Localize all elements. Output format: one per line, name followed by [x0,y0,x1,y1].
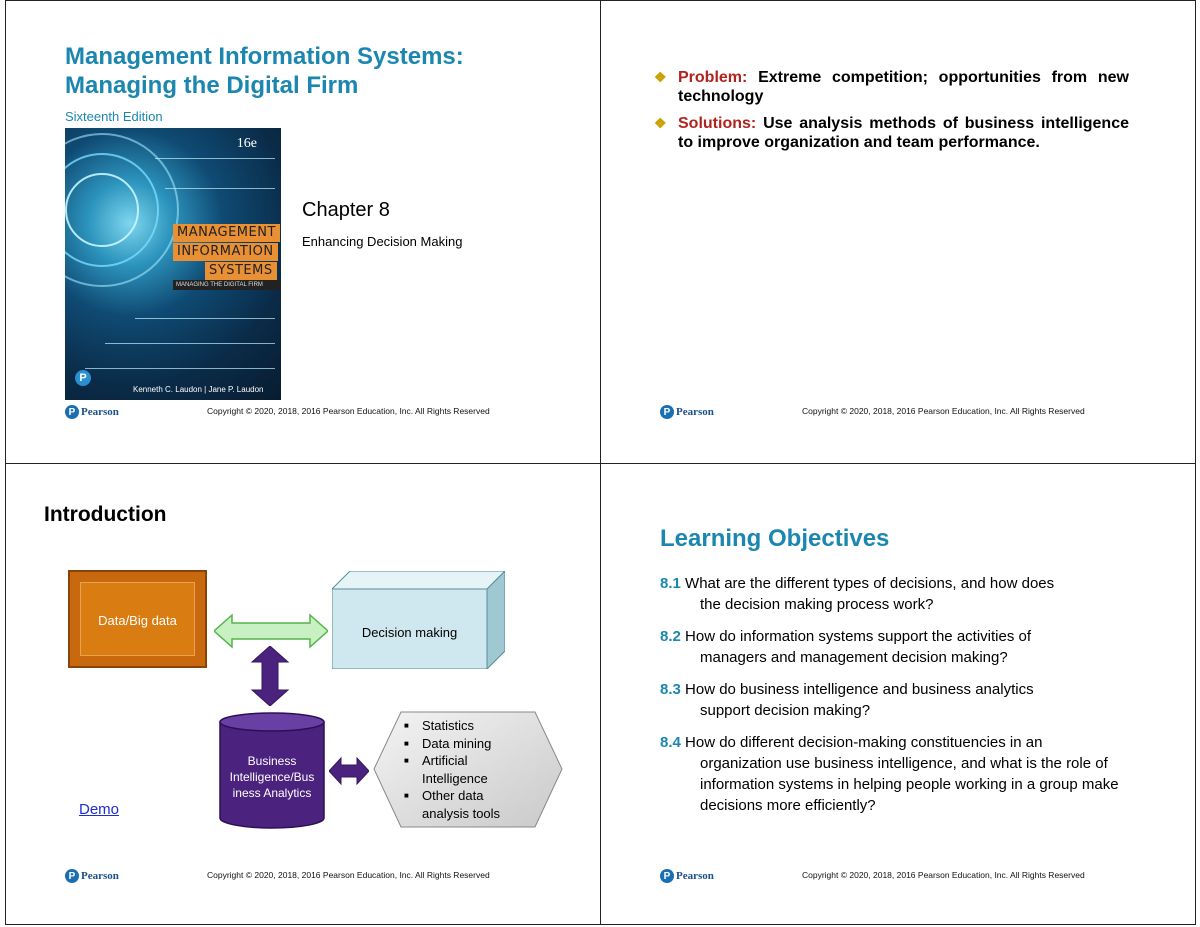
pearson-logo-text: Pearson [81,406,119,418]
list-item: ■ Other data analysis tools [404,787,517,822]
tool-label: Statistics [422,718,475,733]
list-item: ❖ Problem: Extreme competition; opportun… [654,68,1129,106]
copyright-text: Copyright © 2020, 2018, 2016 Pearson Edu… [207,870,490,880]
tool-label: Other data analysis tools [422,788,501,821]
list-item: ■ Statistics [404,717,517,735]
objective-text: How do different decision-making constit… [685,734,1043,751]
pearson-logo: P Pearson [65,869,119,883]
pearson-logo-icon: P [65,405,79,419]
cover-pearson-logo-icon: P [75,370,91,386]
data-box-label: Data/Big data [80,582,195,656]
bullet-text: Use analysis methods of business intelli… [678,115,1129,151]
square-bullet-icon: ■ [404,756,409,765]
diamond-bullet-icon: ❖ [654,115,667,131]
pearson-logo-text: Pearson [676,870,714,882]
objective-text: What are the different types of decision… [685,575,1055,592]
square-bullet-icon: ■ [404,738,409,748]
slide4-title: Learning Objectives [660,525,890,552]
double-arrow-icon [214,613,328,649]
objective-number: 8.4 [660,734,681,751]
objective-text-continued: the decision making process work? [700,596,934,613]
pearson-logo-text: Pearson [676,406,714,418]
tools-hexagon [373,711,563,828]
list-item: ■ Data mining [404,735,517,753]
list-item: 8.3 How do business intelligence and bus… [660,679,1143,721]
horizontal-double-arrow-icon [329,756,369,786]
objective-text-continued: organization use business intelligence, … [700,755,1119,814]
objective-number: 8.2 [660,628,681,645]
list-item: 8.2 How do information systems support t… [660,626,1143,668]
tools-list: ■ Statistics ■ Data mining ■ Artificial Int… [404,717,517,822]
edition-label: Sixteenth Edition [65,109,163,124]
tool-label: Data mining [422,735,492,751]
pearson-logo: P Pearson [660,869,714,883]
cover-band-information: INFORMATION [173,243,278,261]
pearson-logo-icon: P [65,869,79,883]
list-item: ■ Artificial Intelligence [404,752,517,787]
pearson-logo-icon: P [660,405,674,419]
cover-band-systems: SYSTEMS [205,262,277,280]
cover-edition-mark: 16e [236,136,257,151]
analytics-label-line: Business [247,754,297,768]
title-line-2: Managing the Digital Firm [65,72,359,99]
objective-text: How do business intelligence and busines… [685,681,1034,698]
cover-authors: Kenneth C. Laudon | Jane P. Laudon [133,385,264,394]
objective-text: How do information systems support the a… [685,628,1032,645]
objective-number: 8.3 [660,681,681,698]
copyright-text: Copyright © 2020, 2018, 2016 Pearson Edu… [207,406,490,416]
vertical-divider [600,0,601,925]
pearson-logo: P Pearson [65,405,119,419]
analytics-cylinder [219,712,325,829]
data-box: Data/Big data [68,570,207,668]
diamond-bullet-icon: ❖ [654,69,667,85]
demo-link[interactable]: Demo [79,801,120,818]
pearson-logo-icon: P [660,869,674,883]
analytics-label-line: iness Analytics [232,786,312,800]
objective-number: 8.1 [660,575,681,592]
pearson-logo-text: Pearson [81,870,119,882]
objective-text-continued: managers and management decision making? [700,649,1008,666]
decision-box-label: Decision making [361,625,458,640]
slide1-title: Management Information Systems: Managing… [65,42,565,100]
analytics-label-line: Intelligence/Bus [229,770,315,784]
square-bullet-icon: ■ [404,721,409,730]
list-item: 8.4 How do different decision-making con… [660,732,1143,816]
book-cover-image: 16e MANAGEMENT INFORMATION SYSTEMS MANAG… [65,128,281,400]
chapter-title: Enhancing Decision Making [302,234,463,249]
bullet-label: Problem: [678,69,748,86]
cover-subtitle: MANAGING THE DIGITAL FIRM [173,280,281,290]
chapter-number: Chapter 8 [302,199,390,221]
objectives-list: 8.1 What are the different types of deci… [660,573,1143,827]
decision-box [332,571,505,669]
vertical-double-arrow-icon [250,646,290,706]
copyright-text: Copyright © 2020, 2018, 2016 Pearson Edu… [802,406,1085,416]
list-item: 8.1 What are the different types of deci… [660,573,1143,615]
analytics-label: Business Intelligence/Bus iness Analytic… [218,753,326,801]
copyright-text: Copyright © 2020, 2018, 2016 Pearson Edu… [802,870,1085,880]
pearson-logo: P Pearson [660,405,714,419]
horizontal-divider [5,463,1196,464]
tool-label: Artificial Intelligence [422,753,488,786]
bullet-list: ❖ Problem: Extreme competition; opportun… [654,68,1129,160]
bullet-text: Extreme competition; opportunities from … [678,69,1129,105]
objective-text-continued: support decision making? [700,702,871,719]
slide3-title: Introduction [44,503,167,526]
cover-band-management: MANAGEMENT [173,224,280,242]
bullet-label: Solutions: [678,115,757,132]
list-item: ❖ Solutions: Use analysis methods of bus… [654,114,1129,152]
title-line-1: Management Information Systems: [65,43,464,70]
square-bullet-icon: ■ [404,791,409,800]
